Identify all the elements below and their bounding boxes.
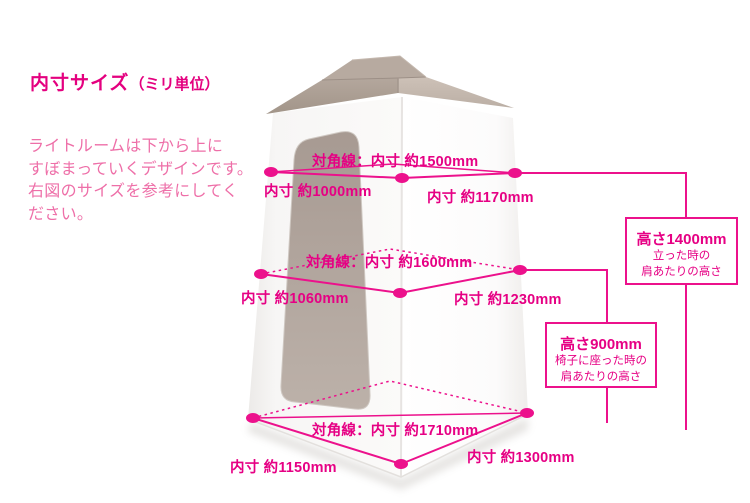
top-diagonal-label: 対角線：内寸 約1500mm (312, 154, 479, 170)
page-title: 内寸サイズ（ミリ単位） (30, 68, 219, 95)
top-left-width-label: 内寸 約1000mm (264, 184, 372, 200)
height-standing-note-line: 立った時の (652, 250, 711, 262)
page-title-unit: （ミリ単位） (129, 76, 220, 93)
doorway-window (280, 131, 371, 410)
floor-shadow (248, 417, 528, 490)
height-standing-box: 高さ1400mm 立った時の 肩あたりの高さ (625, 217, 738, 285)
middle-diagonal-label: 対角線：内寸 約1600mm (306, 255, 473, 271)
intro-line: 右図のサイズを参考にしてく (28, 183, 239, 200)
height-sitting-value: 高さ900mm (560, 336, 642, 353)
height-sitting-note-line: 肩あたりの高さ (560, 370, 642, 383)
height-sitting-box: 高さ900mm 椅子に座った時の 肩あたりの高さ (545, 322, 657, 388)
middle-left-width-label: 内寸 約1060mm (241, 291, 349, 307)
middle-right-width-label: 内寸 約1230mm (454, 292, 562, 308)
booth-bottom-edge (247, 413, 529, 478)
top-right-width-label: 内寸 約1170mm (427, 190, 534, 206)
intro-paragraph: ライトルームは下から上に すぼまっていくデザインです。 右図のサイズを参考にして… (28, 136, 253, 226)
page-title-main: 内寸サイズ (30, 73, 130, 94)
height-sitting-note-line: 椅子に座った時の (555, 355, 647, 367)
height-standing-note-line: 肩あたりの高さ (641, 265, 722, 278)
booth-front-edge (400, 96, 403, 478)
booth-roof (266, 55, 514, 114)
measurement-dots (246, 167, 534, 469)
bottom-diagonal-label: 対角線：内寸 約1710mm (312, 423, 479, 439)
intro-line: ライトルームは下から上に (28, 138, 224, 155)
bottom-right-width-label: 内寸 約1300mm (467, 450, 575, 466)
intro-line: ださい。 (28, 205, 94, 223)
intro-line: すぼまっていくデザインです。 (28, 160, 254, 178)
booth-right-face (401, 97, 528, 477)
height-standing-value: 高さ1400mm (636, 231, 727, 248)
bottom-left-width-label: 内寸 約1150mm (230, 460, 337, 476)
